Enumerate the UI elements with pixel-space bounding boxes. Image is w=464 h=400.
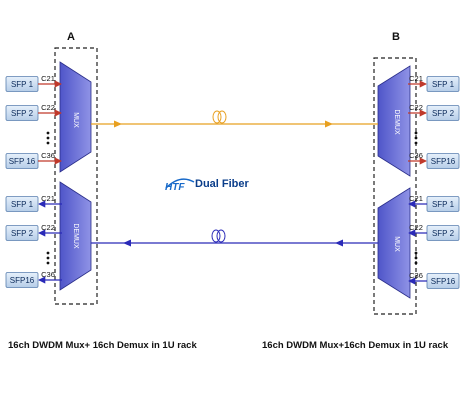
sfp-port-row: SFP 2 C22 — [408, 223, 460, 241]
ellipsis-dot — [46, 131, 50, 135]
site-b-mux-block — [377, 187, 411, 299]
sfp-label: SFP 1 — [11, 200, 34, 209]
site-a-demux-label: DEMUX — [72, 223, 79, 249]
sfp-label: SFP 16 — [9, 157, 36, 166]
site-b-mux-label: MUX — [393, 236, 400, 252]
site-b-rack-outline — [373, 57, 417, 315]
site-b-label: B — [392, 31, 400, 43]
channel-label: C36 — [409, 151, 423, 160]
sfp-label: SFP 1 — [432, 80, 455, 89]
caption-right: 16ch DWDM Mux+16ch Demux in 1U rack — [262, 340, 449, 351]
sfp-label: SFP 2 — [11, 229, 34, 238]
sfp-label: SFP 2 — [11, 109, 34, 118]
sfp-port-row: SFP 2 C22 — [5, 223, 62, 241]
fiber-top-arrow-1 — [114, 120, 122, 128]
channel-label: C36 — [41, 151, 55, 160]
sfp-module — [5, 225, 39, 241]
logo-brand-text: HTF — [165, 182, 185, 193]
sfp-module — [5, 272, 39, 288]
ellipsis-dot — [414, 256, 418, 260]
site-a-mux-block — [59, 61, 92, 173]
ellipsis-dot — [46, 261, 50, 265]
sfp-module — [426, 76, 460, 92]
fiber-bottom-arrow-1 — [123, 239, 131, 247]
ellipsis-dot — [414, 141, 418, 145]
site-a-label: A — [67, 31, 75, 43]
sfp-label: SFP16 — [431, 157, 456, 166]
ellipsis-dot — [414, 131, 418, 135]
sfp-port-row: SFP 2 C22 — [408, 103, 460, 121]
sfp-label: SFP 2 — [432, 229, 455, 238]
sfp-label: SFP16 — [10, 276, 35, 285]
sfp-port-row: SFP16 C36 — [408, 151, 460, 169]
ellipsis-dot — [414, 136, 418, 140]
sfp-port-row: SFP 1 C21 — [408, 74, 460, 92]
channel-label: C21 — [409, 194, 423, 203]
sfp-label: SFP16 — [431, 277, 456, 286]
site-a-rack-outline — [54, 47, 98, 305]
sfp-label: SFP 1 — [11, 80, 34, 89]
ellipsis-dot — [46, 136, 50, 140]
fiber-top-coil-icon — [212, 110, 227, 124]
channel-label: C22 — [409, 223, 423, 232]
dual-fiber-label: Dual Fiber — [195, 178, 250, 190]
fiber-top-arrow-2 — [325, 120, 333, 128]
sfp-module — [426, 153, 460, 169]
sfp-module — [5, 196, 39, 212]
sfp-port-row: SFP 1 C21 — [408, 194, 460, 212]
sfp-module — [426, 105, 460, 121]
ellipsis-dot — [414, 261, 418, 265]
ellipsis-dot — [46, 256, 50, 260]
site-b-demux-block — [377, 65, 411, 177]
channel-label: C22 — [41, 103, 55, 112]
channel-label: C22 — [41, 223, 55, 232]
sfp-port-row: SFP 1 C21 — [5, 194, 62, 212]
sfp-port-row: SFP16 C36 — [408, 271, 460, 289]
ellipsis-dot — [46, 251, 50, 255]
ellipsis-dot — [414, 251, 418, 255]
site-b-demux-label: DEMUX — [393, 109, 400, 135]
channel-label: C21 — [41, 194, 55, 203]
fiber-bottom-coil-icon — [211, 229, 226, 243]
sfp-port-row: SFP16 C36 — [5, 270, 62, 288]
channel-label: C36 — [41, 270, 55, 279]
channel-label: C22 — [409, 103, 423, 112]
htf-logo: HTF — [165, 178, 195, 193]
channel-label: C36 — [409, 271, 423, 280]
sfp-port-row: SFP 16 C36 — [5, 151, 62, 169]
site-a-demux-block — [59, 181, 92, 291]
sfp-port-row: SFP 2 C22 — [5, 103, 62, 121]
sfp-label: SFP 1 — [432, 200, 455, 209]
sfp-port-row: SFP 1 C21 — [5, 74, 62, 92]
channel-label: C21 — [409, 74, 423, 83]
channel-label: C21 — [41, 74, 55, 83]
logo-swoosh-icon — [165, 178, 195, 189]
sfp-label: SFP 2 — [432, 109, 455, 118]
site-a-mux-label: MUX — [72, 112, 79, 128]
ellipsis-dot — [46, 141, 50, 145]
caption-left: 16ch DWDM Mux+ 16ch Demux in 1U rack — [8, 340, 197, 351]
fiber-bottom-arrow-2 — [335, 239, 343, 247]
